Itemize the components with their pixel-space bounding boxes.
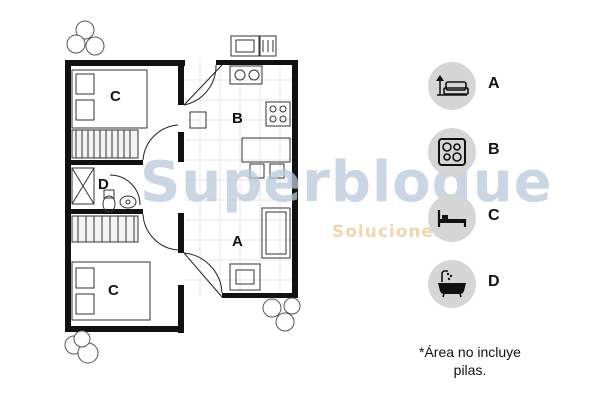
legend-letter-d: D [488, 273, 500, 290]
room-label-kitchen: B [232, 110, 243, 127]
bed-icon [428, 194, 476, 242]
kitchen-fixtures [189, 35, 291, 179]
area-note-line2: pilas. [453, 362, 487, 378]
room-label-living: A [232, 233, 243, 250]
tree-icons [64, 20, 301, 364]
floor-grid [185, 62, 295, 295]
room-label-bedroom-top: C [110, 88, 121, 105]
room-label-bathroom: D [98, 176, 109, 193]
watermark-title: Superbloque [140, 150, 553, 215]
door-swings [109, 64, 223, 298]
bathtub-icon [428, 260, 476, 308]
legend-letter-b: B [488, 141, 500, 158]
bottom-bedroom-furniture [71, 215, 151, 321]
legend-letter-a: A [488, 75, 500, 92]
legend-item-a: A [428, 62, 538, 128]
legend-item-b: B [428, 128, 538, 194]
area-note: *Área no incluye pilas. [400, 343, 540, 379]
watermark-subtitle: Soluciones [332, 222, 446, 242]
area-note-line1: *Área no incluye [419, 344, 521, 360]
room-label-bedroom-bottom: C [108, 282, 119, 299]
legend-letter-c: C [488, 207, 500, 224]
legend: A B C [428, 62, 538, 326]
cooktop-icon [428, 128, 476, 176]
sofa-lamp-icon [428, 62, 476, 110]
legend-item-c: C [428, 194, 538, 260]
walls [65, 60, 298, 333]
bathroom-fixtures [71, 167, 137, 213]
top-bedroom-furniture [71, 69, 148, 159]
living-furniture [229, 207, 291, 291]
legend-item-d: D [428, 260, 538, 326]
